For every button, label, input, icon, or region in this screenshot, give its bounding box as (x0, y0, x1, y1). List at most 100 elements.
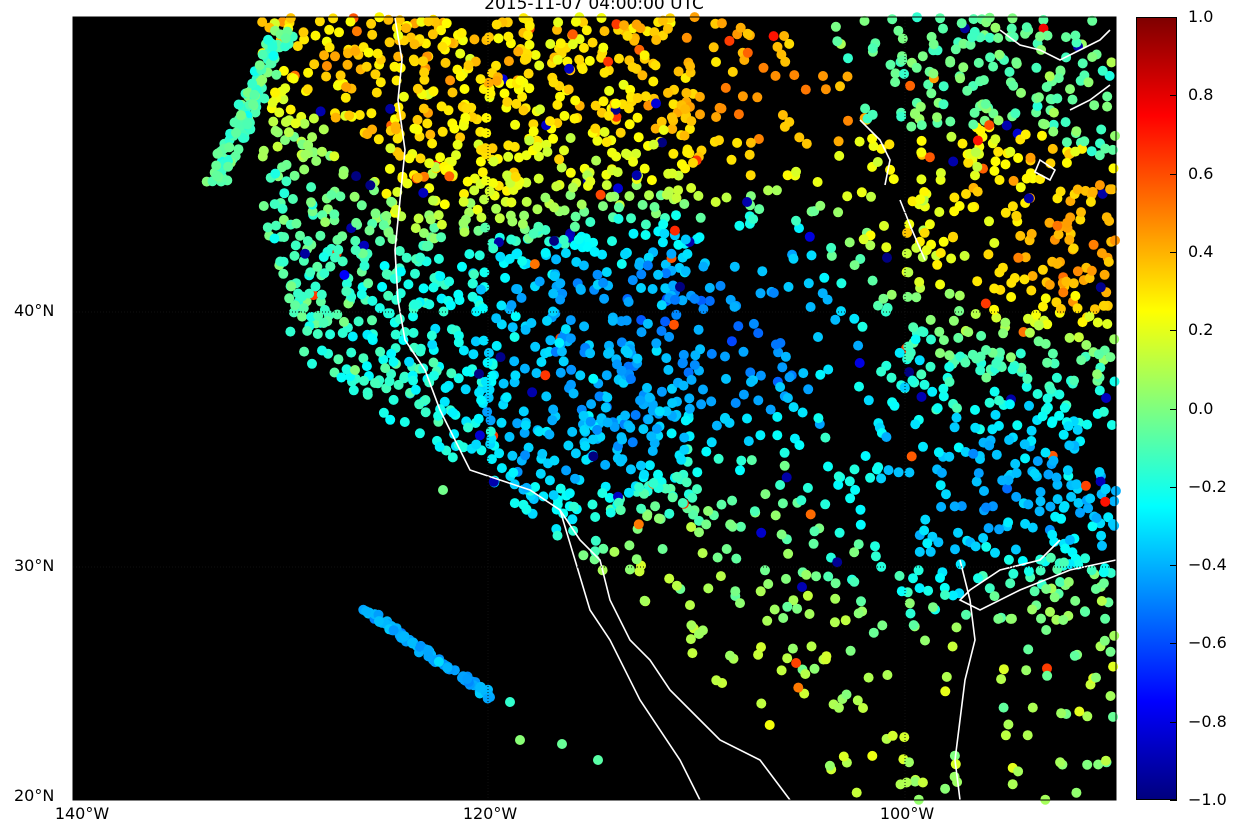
station-point (955, 73, 966, 84)
station-point (549, 455, 560, 466)
station-point (781, 573, 791, 584)
station-point (944, 288, 955, 299)
station-point (835, 81, 845, 92)
station-point (978, 75, 989, 86)
station-point (1010, 544, 1021, 555)
station-point (367, 333, 378, 344)
station-point (502, 96, 513, 107)
station-point (908, 620, 919, 631)
station-point (1008, 32, 1019, 42)
station-point (946, 253, 957, 264)
station-point (521, 53, 532, 64)
station-point (298, 27, 309, 38)
station-point (366, 108, 377, 119)
station-point (917, 777, 928, 788)
station-point (708, 42, 719, 53)
station-point (363, 278, 374, 289)
station-point (388, 356, 399, 367)
station-point (760, 489, 771, 500)
station-point (530, 341, 541, 352)
station-point (367, 29, 378, 40)
station-point (752, 92, 763, 103)
station-point (469, 185, 480, 196)
station-point (956, 501, 967, 512)
station-point (958, 62, 969, 73)
station-point (632, 112, 643, 123)
station-point (697, 548, 708, 559)
station-point (601, 267, 612, 278)
station-point (617, 454, 628, 465)
station-point (504, 253, 515, 264)
station-point (990, 409, 1001, 420)
station-point (328, 13, 339, 24)
station-point (615, 127, 626, 138)
lat-label-30n: 30°N (14, 556, 55, 575)
station-point (439, 396, 450, 407)
station-point (487, 371, 497, 381)
station-point (735, 22, 746, 33)
station-point (1110, 235, 1120, 246)
station-point (1006, 292, 1017, 302)
station-point (1020, 453, 1031, 464)
station-point (1087, 52, 1098, 62)
station-point (274, 107, 285, 118)
station-point (1073, 498, 1084, 508)
station-point (636, 327, 647, 338)
station-point (970, 309, 981, 319)
station-point (337, 256, 348, 267)
station-point (935, 13, 946, 24)
station-point (463, 422, 473, 433)
station-point (784, 38, 795, 49)
station-point (506, 234, 517, 245)
station-point (763, 185, 774, 196)
station-point (555, 367, 566, 378)
station-point (1064, 332, 1075, 343)
station-point (434, 441, 445, 452)
station-point (1060, 117, 1071, 128)
station-point (838, 751, 849, 762)
station-point (677, 358, 688, 369)
station-point (476, 395, 487, 406)
station-point (742, 197, 753, 207)
station-point (548, 404, 559, 415)
station-point (773, 347, 784, 358)
station-point (601, 370, 612, 381)
station-point (1006, 613, 1017, 624)
station-point (886, 289, 897, 300)
station-point (780, 56, 791, 67)
station-point (673, 239, 684, 250)
station-point (424, 299, 435, 310)
station-point (1038, 301, 1048, 312)
station-point (442, 662, 453, 673)
station-point (902, 227, 913, 238)
station-point (453, 337, 464, 348)
station-point (344, 110, 355, 121)
colorbar-tick-mark (1170, 565, 1177, 567)
station-point (333, 244, 344, 255)
station-point (409, 39, 420, 50)
station-point (1080, 480, 1091, 491)
station-point (319, 268, 330, 279)
station-point (280, 83, 291, 94)
station-point (1061, 137, 1072, 148)
station-point (477, 167, 488, 178)
station-point (1096, 596, 1107, 606)
station-point (607, 315, 618, 326)
station-point (693, 190, 704, 201)
station-point (271, 220, 281, 231)
station-point (1103, 256, 1114, 267)
station-point (951, 622, 962, 633)
station-point (224, 142, 235, 153)
station-point (1013, 766, 1024, 777)
station-point (666, 428, 677, 439)
station-point (1091, 672, 1101, 683)
station-point (856, 596, 866, 607)
station-point (503, 56, 514, 67)
station-point (686, 522, 697, 532)
station-point (447, 87, 458, 98)
station-point (388, 625, 399, 636)
station-point (386, 196, 397, 207)
station-point (796, 495, 807, 506)
station-point (919, 525, 930, 536)
